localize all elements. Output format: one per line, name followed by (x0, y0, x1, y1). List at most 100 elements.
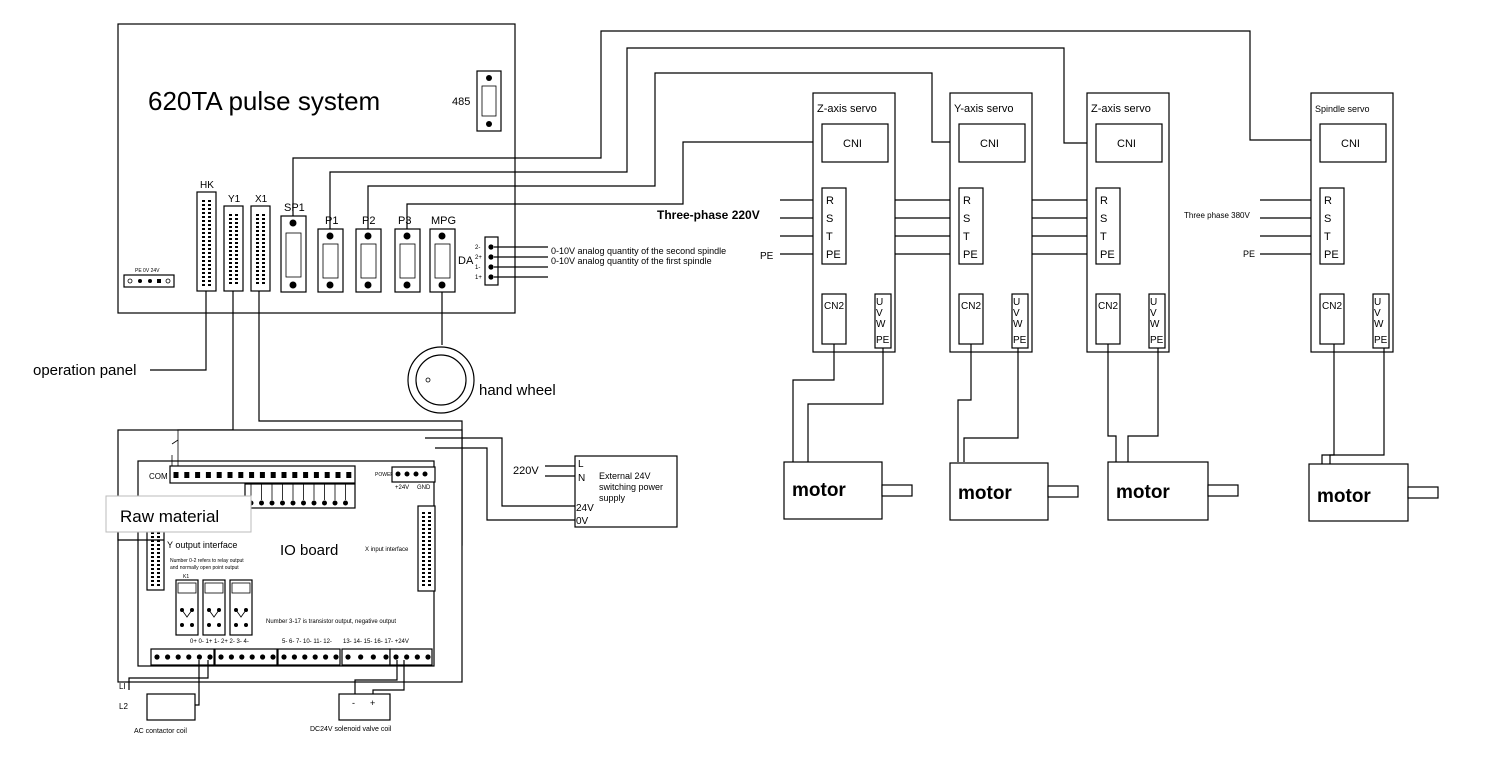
y-output-connector (146, 526, 165, 591)
power-terminal-block (1319, 187, 1345, 265)
ac-contactor-coil (146, 693, 196, 721)
cn1-connector (821, 123, 889, 163)
ps-24v-label: 24V (576, 503, 594, 514)
com-label: COM (149, 472, 168, 481)
p1-connector (317, 228, 344, 293)
uvw-terminal (1372, 293, 1390, 349)
terminal-label: S (963, 213, 970, 225)
relay-note-2: and normally open point output (170, 565, 239, 571)
cn2-label: CN2 (824, 301, 844, 312)
uvw-terminal (1011, 293, 1029, 349)
y-output-label: Y output interface (167, 540, 237, 550)
y1-label: Y1 (228, 194, 241, 205)
io-24v-label: +24V (395, 485, 409, 491)
motor-2: motor (949, 462, 1079, 521)
cn1-label: CNI (980, 138, 999, 150)
analog-second-spindle: 0-10V analog quantity of the second spin… (551, 246, 726, 256)
uvw-label: V (876, 308, 883, 319)
cn2-label: CN2 (961, 301, 981, 312)
terminal-label: R (1100, 195, 1108, 207)
cn2-label: CN2 (1098, 301, 1118, 312)
uvw-label: U (1013, 297, 1020, 308)
pulse-system-box: 620TA pulse system 485 PE 0V 24V HK Y1 X… (117, 23, 516, 314)
terminal-label: R (826, 195, 834, 207)
uvw-label: PE (1013, 335, 1027, 346)
relay-k-label: K1 (183, 574, 189, 580)
operation-panel-label: operation panel (33, 362, 136, 379)
terminal-label: R (1324, 195, 1332, 207)
three-phase-220-label: Three-phase 220V (657, 208, 760, 222)
uvw-label: V (1013, 308, 1020, 319)
power-pins-label: PE 0V 24V (135, 268, 160, 274)
ps-name-3: supply (599, 493, 626, 503)
io-power-terminal (391, 466, 436, 483)
da-label: DA (458, 255, 474, 267)
motor-4: motor (1308, 463, 1439, 522)
pe-left-label: PE (760, 251, 774, 262)
terminal-label: T (1324, 231, 1331, 243)
x-input-label: X input interface (365, 547, 409, 553)
cn1-label: CNI (1117, 138, 1136, 150)
terminal-label: T (826, 231, 833, 243)
power-terminal-block (821, 187, 847, 265)
terminal-label: S (1324, 213, 1331, 225)
cn1-connector (958, 123, 1026, 163)
uvw-label: PE (1374, 335, 1388, 346)
uvw-label: U (876, 297, 883, 308)
ps-0v-label: 0V (576, 516, 589, 527)
solenoid-valve-coil (338, 693, 391, 721)
uvw-label: W (1013, 319, 1023, 330)
hk-connector (196, 191, 217, 292)
p1-label: P1 (325, 215, 338, 227)
uvw-label: PE (876, 335, 890, 346)
uvw-terminal (1148, 293, 1166, 349)
x-input-connector (417, 505, 436, 592)
relay-note-1: Number 0-2 refers to relay output (170, 558, 244, 564)
cn2-connector (1095, 293, 1121, 345)
hand-wheel-inner (415, 354, 467, 406)
x1-label: X1 (255, 194, 268, 205)
p2-label: P2 (362, 215, 375, 227)
servo-title: Y-axis servo (954, 103, 1014, 115)
terminal-label: T (963, 231, 970, 243)
y1-connector (223, 205, 244, 292)
motor-label: motor (792, 480, 846, 501)
uvw-label: U (1374, 297, 1381, 308)
cn1-label: CNI (1341, 138, 1360, 150)
uvw-label: W (1150, 319, 1160, 330)
io-gnd-label: GND (417, 485, 431, 491)
outputs-mid-label: 5- 6- 7- 10- 11- 12- (282, 639, 332, 645)
terminal-label: PE (1100, 249, 1115, 261)
da-pin-2minus: 2- (475, 245, 480, 251)
uvw-label: PE (1150, 335, 1164, 346)
uvw-label: W (1374, 319, 1384, 330)
outputs-left-label: 0+ 0- 1+ 1- 2+ 2- 3- 4- (190, 639, 249, 645)
coil-minus: - (352, 698, 355, 708)
transistor-note: Number 3-17 is transistor output, negati… (266, 619, 396, 625)
sp1-label: SP1 (284, 202, 305, 214)
ps-l-label: L (578, 459, 584, 470)
io-board-title: IO board (280, 542, 338, 559)
da-pin-1minus: 1- (475, 265, 480, 271)
coil-l1-label: LI (119, 682, 126, 691)
ps-name-2: switching power (599, 482, 663, 492)
terminal-label: PE (963, 249, 978, 261)
mpg-label: MPG (431, 215, 456, 227)
da-connector (484, 236, 499, 286)
motor-1: motor (783, 461, 913, 520)
p3-label: P3 (398, 215, 411, 227)
ac-coil-label: AC contactor coil (134, 728, 187, 735)
motor-label: motor (1317, 486, 1371, 507)
p2-connector (355, 228, 382, 293)
da-pin-2plus: 2+ (475, 255, 482, 261)
da-pin-1plus: 1+ (475, 275, 482, 281)
three-phase-380-label: Three phase 380V (1184, 211, 1250, 220)
terminal-label: S (1100, 213, 1107, 225)
cn1-connector (1095, 123, 1163, 163)
ps-name-1: External 24V (599, 471, 651, 481)
system-title: 620TA pulse system (148, 86, 380, 116)
